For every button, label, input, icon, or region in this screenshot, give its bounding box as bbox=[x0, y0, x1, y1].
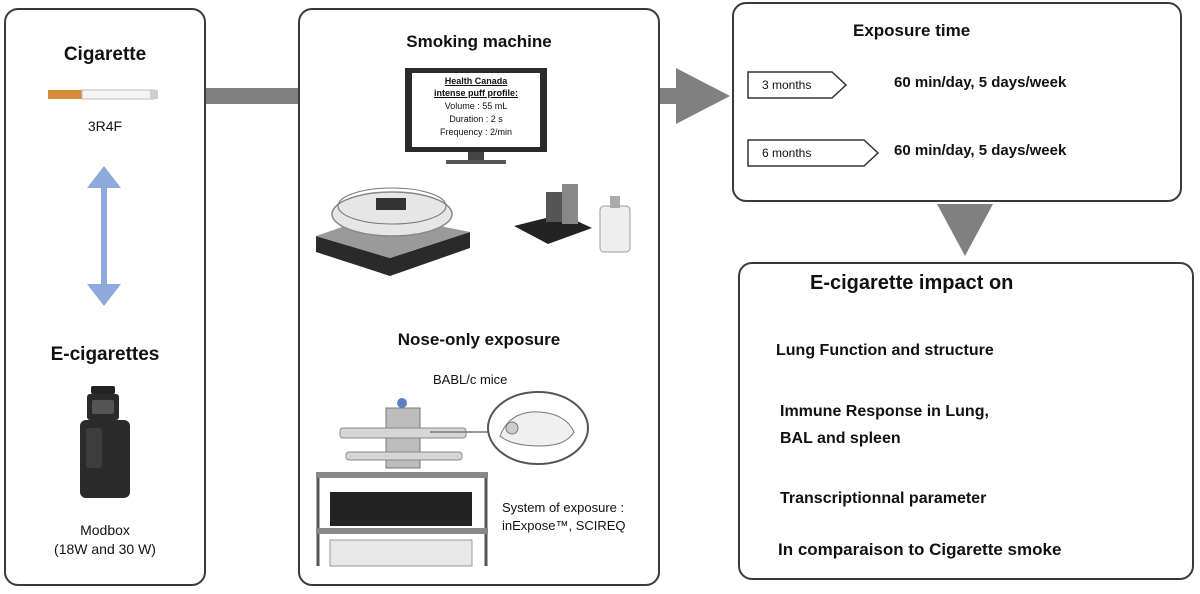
machine-to-exposure-arrowhead bbox=[676, 68, 730, 124]
schedule-3-months: 60 min/day, 5 days/week bbox=[894, 74, 1067, 91]
ecig-power: (18W and 30 W) bbox=[54, 541, 156, 557]
duration-tag-6-months-shape bbox=[747, 139, 880, 167]
impact-item-comparison: In comparaison to Cigarette smoke bbox=[778, 540, 1062, 559]
products-to-machine-connector bbox=[206, 88, 298, 104]
machine-to-exposure-shaft bbox=[660, 88, 678, 104]
exposure-system-line1: System of exposure : bbox=[502, 500, 625, 515]
impact-title: E-cigarette impact on bbox=[810, 272, 1014, 294]
monitor-volume: Volume : 55 mL bbox=[444, 101, 508, 111]
impact-item-transcription: Transcriptionnal parameter bbox=[780, 490, 987, 507]
mice-label: BABL/c mice bbox=[433, 372, 508, 387]
monitor-duration: Duration : 2 s bbox=[449, 114, 503, 124]
monitor-frequency: Frequency : 2/min bbox=[439, 127, 513, 137]
cigarette-code: 3R4F bbox=[87, 118, 123, 134]
duration-tag-3-months: 3 months bbox=[762, 78, 812, 92]
ecig-device: Modbox bbox=[80, 522, 130, 538]
monitor-heading-2: intense puff profile: bbox=[434, 88, 518, 98]
duration-tag-3-months-shape bbox=[747, 71, 848, 99]
schedule-6-months: 60 min/day, 5 days/week bbox=[894, 142, 1067, 159]
nose-only-title: Nose-only exposure bbox=[397, 330, 561, 349]
impact-box bbox=[738, 262, 1194, 580]
exposure-system-line2: inExpose™, SCIREQ bbox=[502, 518, 626, 533]
impact-item-immune-line2: BAL and spleen bbox=[780, 430, 901, 447]
impact-item-lung-function: Lung Function and structure bbox=[776, 342, 994, 359]
smoking-machine-title: Smoking machine bbox=[406, 32, 552, 51]
impact-item-immune-line1: Immune Response in Lung, bbox=[780, 403, 989, 420]
exposure-time-box bbox=[732, 2, 1182, 202]
cigarette-title: Cigarette bbox=[63, 44, 147, 65]
monitor-heading-1: Health Canada bbox=[444, 76, 508, 86]
exposure-time-title: Exposure time bbox=[853, 21, 971, 40]
ecig-title: E-cigarettes bbox=[50, 344, 160, 365]
duration-tag-6-months: 6 months bbox=[762, 146, 812, 160]
exposure-to-impact-arrow bbox=[937, 204, 993, 256]
